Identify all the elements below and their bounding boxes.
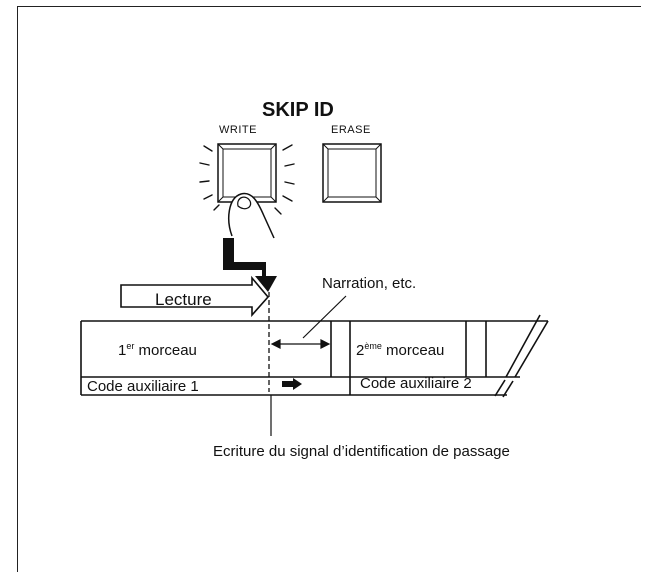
playback-label: Lecture xyxy=(155,291,212,308)
track-1-label: 1er morceau xyxy=(118,343,197,358)
skip-id-signal-arrow-icon xyxy=(282,378,302,390)
narration-leader-line xyxy=(303,296,346,338)
caption-text: Ecriture du signal d’identification de p… xyxy=(213,444,510,459)
narration-label: Narration, etc. xyxy=(322,276,416,291)
erase-button[interactable] xyxy=(323,144,381,202)
panel-title: SKIP ID xyxy=(262,100,334,120)
aux-code-1-label: Code auxiliaire 1 xyxy=(87,379,199,394)
write-button-label: WRITE xyxy=(219,125,257,136)
narration-span xyxy=(272,340,329,348)
bent-down-arrow-icon xyxy=(223,238,277,292)
track-2-label: 2ème morceau xyxy=(356,343,444,358)
erase-button-label: ERASE xyxy=(331,125,371,136)
aux-code-2-label: Code auxiliaire 2 xyxy=(360,376,472,391)
